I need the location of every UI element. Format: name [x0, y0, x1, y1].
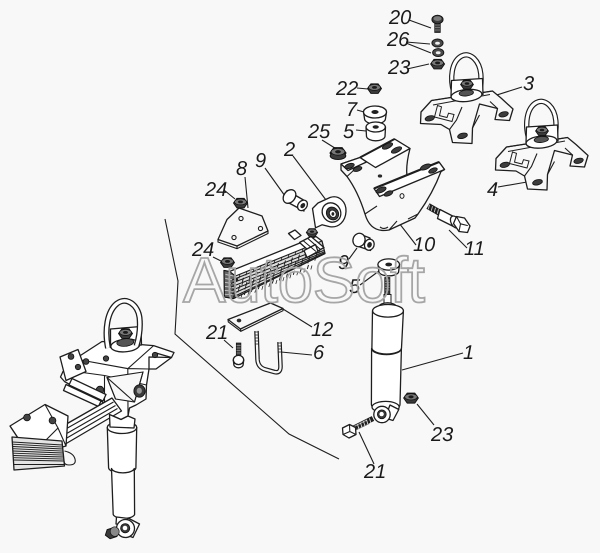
svg-text:11: 11 [464, 238, 485, 260]
svg-text:23: 23 [430, 424, 453, 446]
svg-text:7: 7 [346, 99, 358, 121]
svg-text:2: 2 [283, 139, 295, 161]
svg-text:8: 8 [236, 158, 247, 180]
svg-text:23: 23 [387, 57, 410, 79]
svg-text:9: 9 [255, 150, 266, 172]
svg-text:1: 1 [463, 342, 474, 364]
svg-text:4: 4 [487, 179, 498, 201]
svg-text:AutoSoft: AutoSoft [183, 244, 425, 316]
svg-text:10: 10 [413, 234, 435, 256]
svg-text:26: 26 [386, 29, 410, 51]
svg-text:24: 24 [204, 179, 227, 201]
svg-text:22: 22 [335, 78, 358, 100]
svg-text:12: 12 [311, 319, 333, 341]
svg-text:20: 20 [388, 7, 411, 29]
svg-text:25: 25 [307, 121, 331, 143]
svg-text:5: 5 [343, 121, 355, 143]
svg-text:3: 3 [523, 73, 534, 95]
svg-text:21: 21 [363, 461, 386, 483]
svg-text:21: 21 [205, 322, 228, 344]
svg-text:24: 24 [191, 239, 214, 261]
svg-text:5: 5 [349, 276, 361, 298]
svg-text:6: 6 [313, 342, 325, 364]
svg-text:9: 9 [338, 252, 349, 274]
